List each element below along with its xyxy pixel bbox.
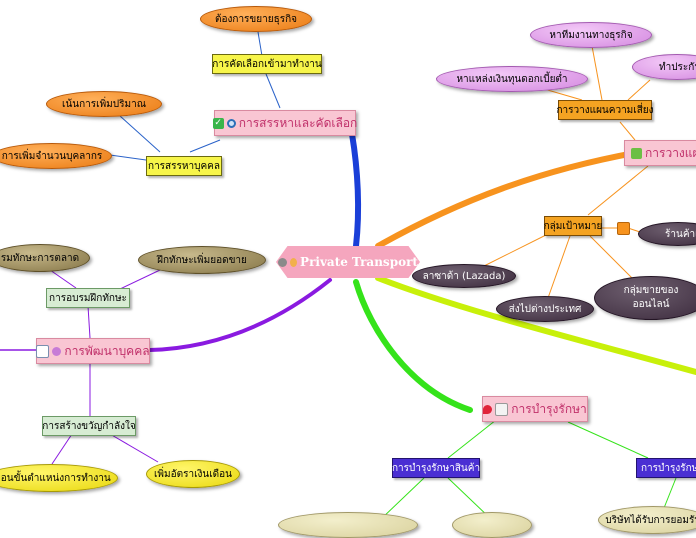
hand-icon xyxy=(290,257,298,267)
note-marketing-skills[interactable]: รมทักษะการตลาด xyxy=(0,244,90,272)
subtopic-maintenance-other[interactable]: การบำรุงรักษา xyxy=(636,458,696,478)
note-online-sellers-line2: ออนไลน์ xyxy=(632,299,670,310)
subtopic-maintenance-other-label: การบำรุงรักษา xyxy=(641,462,696,474)
connector-marker xyxy=(617,222,630,235)
note-low-interest-funding[interactable]: หาแหล่งเงินทุนดอกเบี้ยต่ำ xyxy=(436,66,588,92)
note-overseas[interactable]: ส่งไปต่างประเทศ xyxy=(496,296,594,322)
subtopic-target-group[interactable]: กลุ่มเป้าหมาย xyxy=(544,216,602,236)
note-sales-skills[interactable]: ฝึกทักษะเพิ่มยอดขาย xyxy=(138,246,266,274)
note-expand-business[interactable]: ต้องการขยายธุรกิจ xyxy=(200,6,312,32)
topic-development[interactable]: การพัฒนาบุคคล xyxy=(36,338,150,364)
subtopic-hiring[interactable]: การสรรหาบุคคล xyxy=(146,156,222,176)
subtopic-goods-maintenance[interactable]: การบำรุงรักษาสินค้า xyxy=(392,458,480,478)
money-icon xyxy=(631,147,642,159)
central-topic[interactable]: Private Transport xyxy=(276,246,420,278)
note-business-team[interactable]: หาทีมงานทางธุรกิจ xyxy=(530,22,652,48)
note-promotion[interactable]: เลื่อนขั้นตำแหน่งการทำงาน xyxy=(0,464,118,492)
pin-icon xyxy=(483,404,493,414)
note-partial-right[interactable] xyxy=(452,512,532,538)
topic-recruitment-label: การสรรหาและคัดเลือก xyxy=(238,115,358,130)
topic-maintenance[interactable]: การบำรุงรักษา xyxy=(482,396,588,422)
note-company-accepted[interactable]: บริษัทได้รับการยอมรับ xyxy=(598,506,696,534)
note-insurance-label: ทำประกัน xyxy=(659,61,696,73)
note-increase-volume[interactable]: เน้นการเพิ่มปริมาณ xyxy=(46,91,162,117)
topic-development-label: การพัฒนาบุคคล xyxy=(64,343,150,358)
flower-icon xyxy=(52,346,62,356)
note-lazada[interactable]: ลาซาด้า (Lazada) xyxy=(412,264,516,288)
subtopic-morale[interactable]: การสร้างขวัญกำลังใจ xyxy=(42,416,136,436)
subtopic-risk-planning[interactable]: การวางแผนความเสี่ยง xyxy=(556,100,654,120)
central-topic-label: Private Transport xyxy=(300,255,418,269)
note-increase-staff[interactable]: การเพิ่มจำนวนบุคลากร xyxy=(0,143,112,169)
topic-planning-label: การวางแผนก xyxy=(645,145,696,160)
note-partial-left[interactable] xyxy=(278,512,418,538)
note-icon xyxy=(495,402,509,416)
subtopic-training[interactable]: การอบรมฝึกทักษะ xyxy=(46,288,130,308)
note-shops[interactable]: ร้านค้าเล xyxy=(638,222,696,246)
note-company-accepted-label: บริษัทได้รับการยอมรับ xyxy=(605,515,696,526)
note-online-sellers[interactable]: กลุ่มขายของ ออนไลน์ xyxy=(594,276,696,320)
note-shops-label: ร้านค้าเล xyxy=(665,228,696,240)
checkmark-icon: ✓ xyxy=(212,117,224,129)
subtopic-selection[interactable]: การคัดเลือกเข้ามาทำงาน xyxy=(212,54,322,74)
topic-maintenance-label: การบำรุงรักษา xyxy=(511,401,587,416)
search-icon xyxy=(226,118,236,128)
topic-planning[interactable]: การวางแผนก xyxy=(624,140,696,166)
note-online-sellers-line1: กลุ่มขายของ xyxy=(623,285,679,296)
note-salary-raise[interactable]: เพิ่มอัตราเงินเดือน xyxy=(146,460,240,488)
note-insurance[interactable]: ทำประกัน xyxy=(632,54,696,80)
gear-icon xyxy=(278,257,288,267)
topic-recruitment[interactable]: ✓ การสรรหาและคัดเลือก xyxy=(212,110,358,136)
calendar-icon xyxy=(36,344,50,358)
